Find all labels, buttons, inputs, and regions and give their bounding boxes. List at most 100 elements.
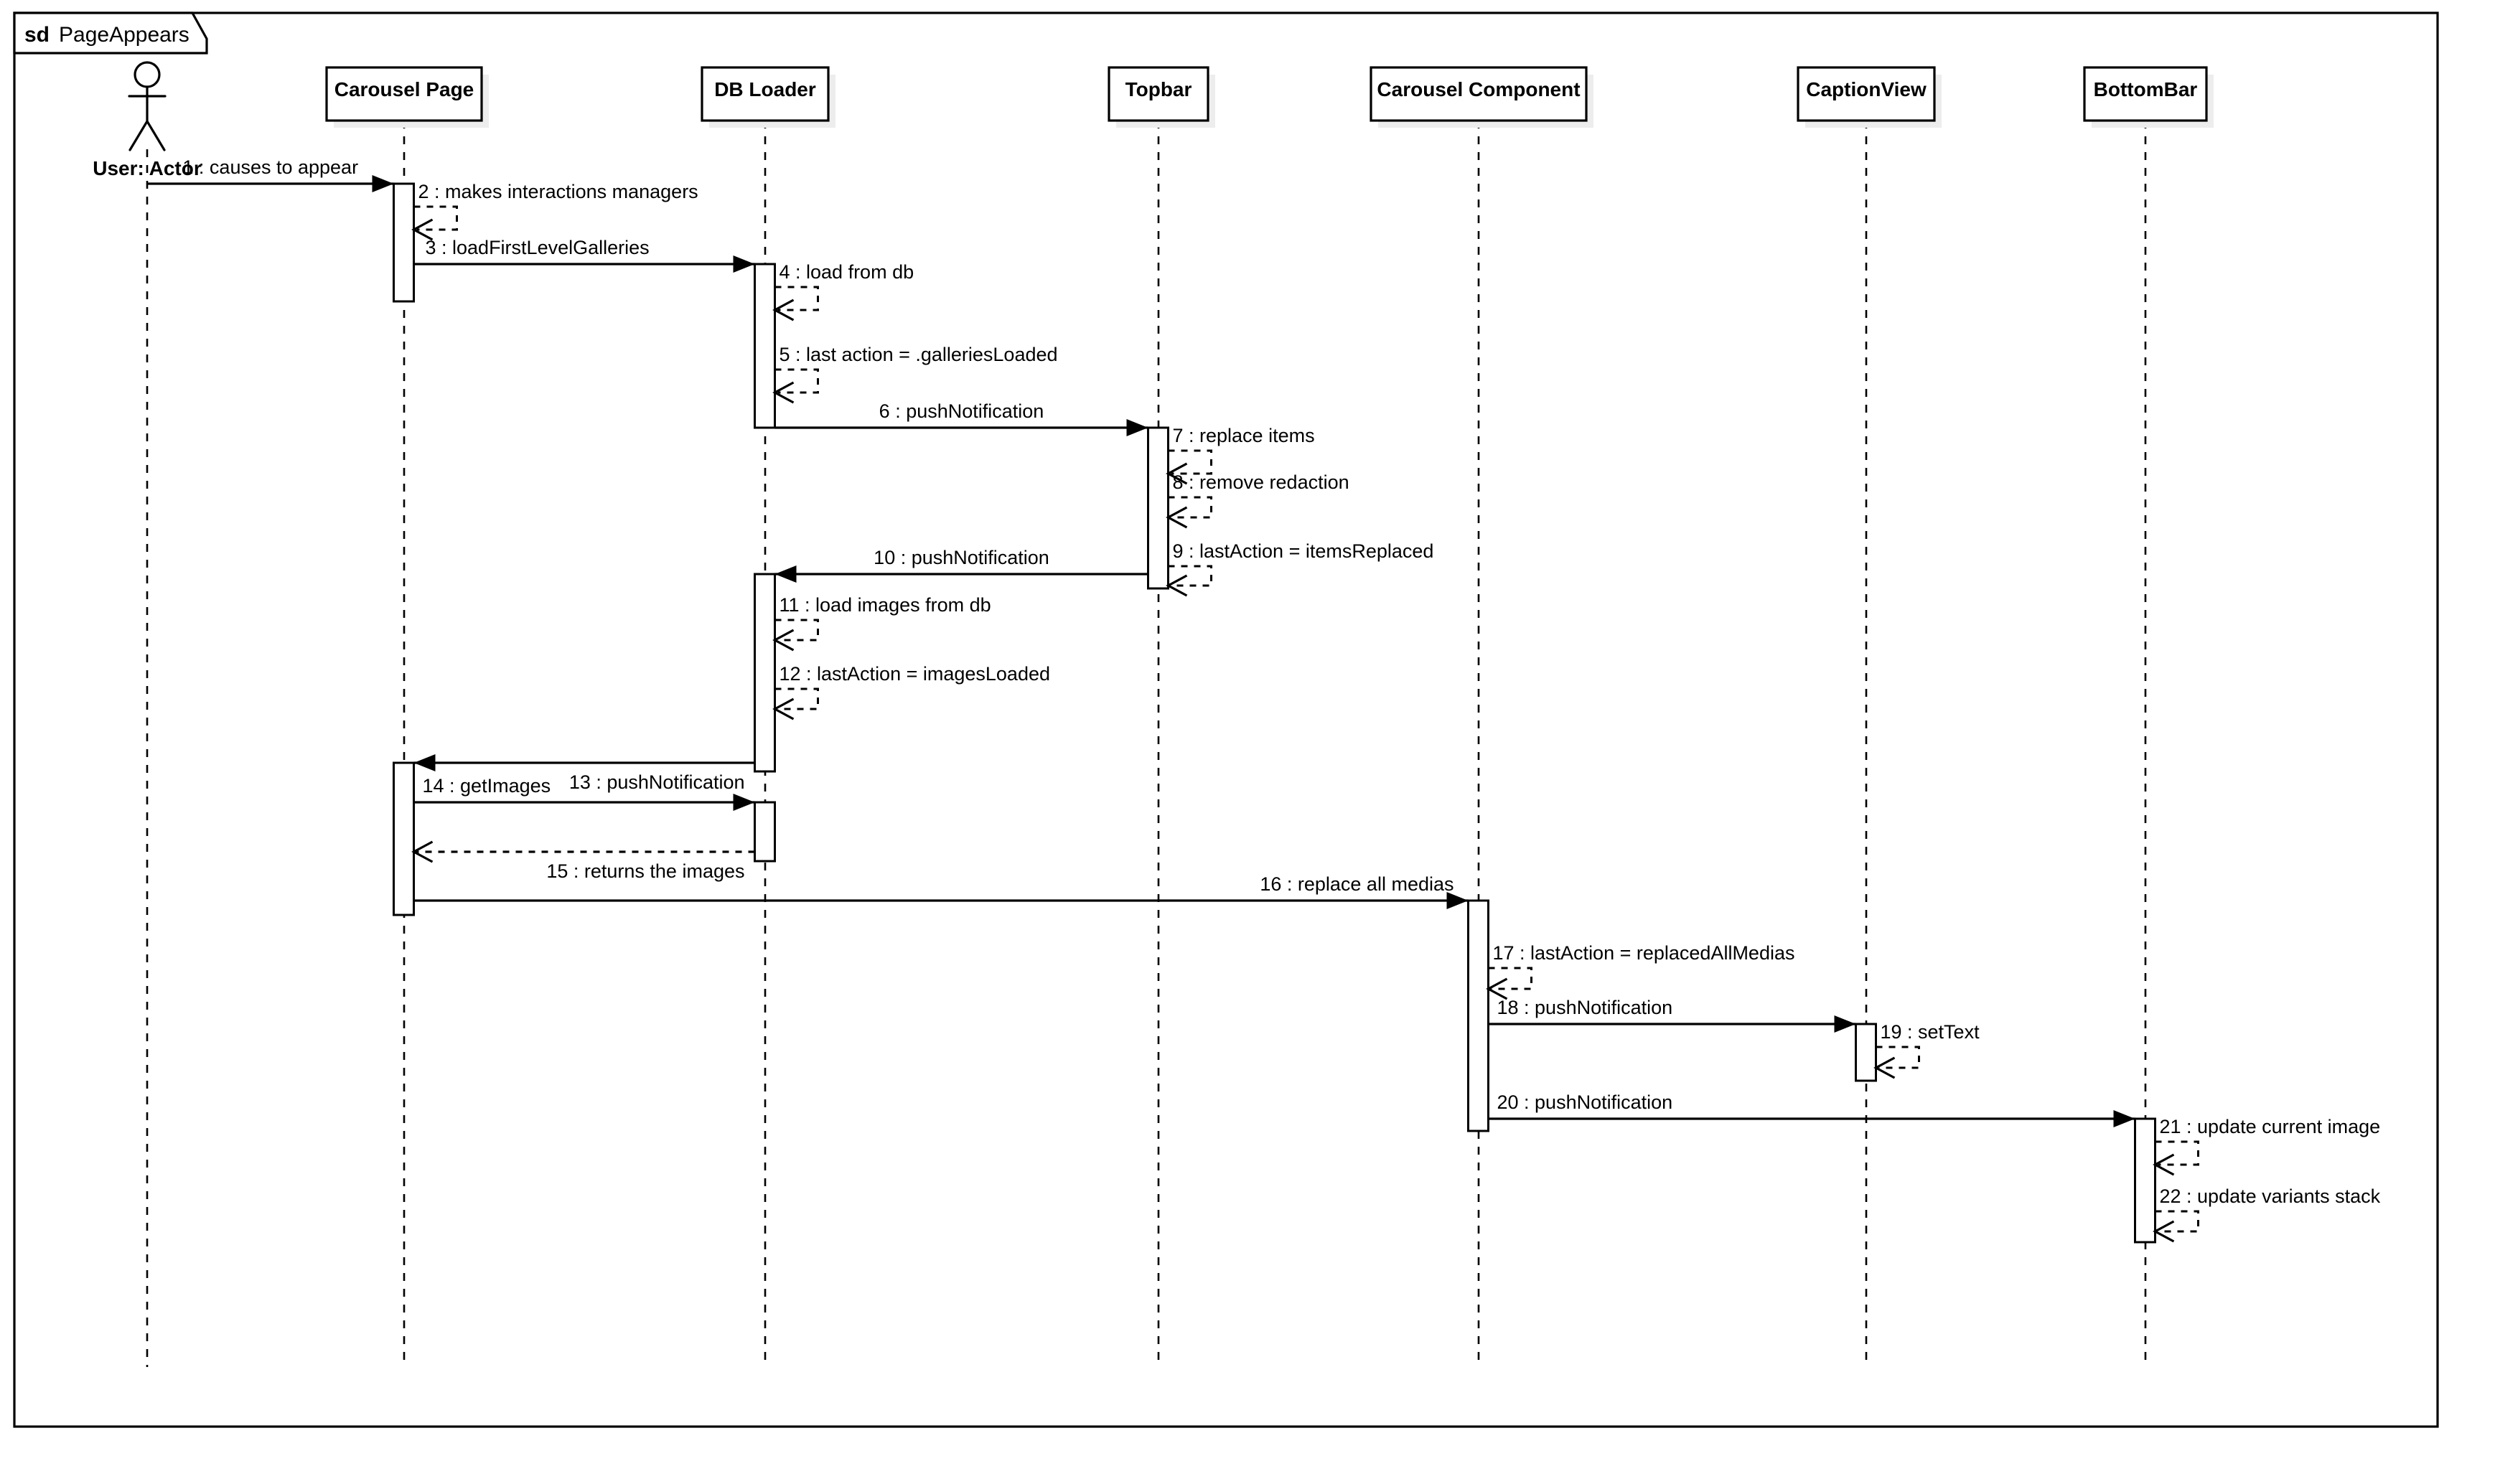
message-arrowhead-3: [733, 255, 755, 273]
lifeline-header-carousel-page[interactable]: [325, 66, 483, 122]
self-message-path-9: [1168, 565, 1212, 587]
self-message-path-22: [2155, 1210, 2199, 1233]
message-18[interactable]: 18 : pushNotification: [1488, 997, 1856, 1033]
message-11[interactable]: 11 : load images from db: [772, 594, 991, 652]
message-2[interactable]: 2 : makes interactions managers: [411, 181, 698, 241]
message-12[interactable]: 12 : lastAction = imagesLoaded: [772, 663, 1051, 720]
activation-bar-carousel-page: [393, 761, 415, 916]
message-arrowhead-20: [2113, 1110, 2135, 1127]
frame-name-label: PageAppears: [59, 23, 189, 47]
message-arrowhead-18: [1834, 1015, 1856, 1033]
message-label-5: 5 : last action = .galleriesLoaded: [780, 344, 1058, 365]
self-message-arrowhead-4: [772, 299, 795, 321]
message-15[interactable]: 15 : returns the images: [411, 840, 755, 882]
lifeline-header-label-carousel-component: Carousel Component: [1377, 78, 1580, 100]
self-message-path-17: [1488, 967, 1532, 990]
self-message-arrowhead-7: [1166, 462, 1188, 485]
self-message-path-19: [1876, 1046, 1920, 1069]
self-message-arrowhead-5: [772, 381, 795, 404]
message-22[interactable]: 22 : update variants stack: [2153, 1185, 2381, 1243]
lifeline-header-label-db-loader: DB Loader: [714, 78, 816, 100]
message-label-7: 7 : replace items: [1173, 425, 1315, 446]
frame-tag-label: sd: [24, 23, 50, 47]
message-label-2: 2 : makes interactions managers: [418, 181, 698, 202]
self-message-arrowhead-11: [772, 629, 795, 652]
self-message-arrowhead-19: [1873, 1056, 1896, 1079]
self-message-arrowhead-21: [2153, 1153, 2175, 1176]
message-7[interactable]: 7 : replace items: [1166, 425, 1315, 485]
self-message-arrowhead-2: [411, 218, 434, 241]
activation-bar-carousel-component: [1467, 899, 1489, 1132]
message-8[interactable]: 8 : remove redaction: [1166, 471, 1349, 529]
message-label-13: 13 : pushNotification: [569, 771, 745, 793]
lifeline-header-caption-view[interactable]: [1797, 66, 1936, 122]
self-message-path-5: [774, 368, 819, 394]
message-label-14: 14 : getImages: [423, 775, 551, 797]
lifelines-layer: [146, 121, 2147, 1367]
message-label-11: 11 : load images from db: [780, 594, 991, 616]
message-1[interactable]: 1 : causes to appear: [147, 156, 394, 192]
activation-bar-bottom-bar: [2134, 1117, 2156, 1244]
diagram-frame: sd PageAppears: [13, 11, 2439, 1428]
message-label-18: 18 : pushNotification: [1497, 997, 1673, 1018]
message-5[interactable]: 5 : last action = .galleriesLoaded: [772, 344, 1058, 404]
message-20[interactable]: 20 : pushNotification: [1488, 1091, 2135, 1127]
message-label-12: 12 : lastAction = imagesLoaded: [780, 663, 1051, 685]
message-arrowhead-6: [1126, 419, 1148, 436]
actor-figure: [128, 61, 167, 151]
activations-layer: [393, 182, 2156, 1244]
message-label-4: 4 : load from db: [780, 261, 914, 283]
actor-label: User: Actor: [93, 157, 202, 179]
message-label-6: 6 : pushNotification: [879, 400, 1044, 422]
lifeline-header-topbar[interactable]: [1108, 66, 1209, 122]
message-17[interactable]: 17 : lastAction = replacedAllMedias: [1486, 942, 1795, 1000]
message-19[interactable]: 19 : setText: [1873, 1021, 1980, 1079]
message-4[interactable]: 4 : load from db: [772, 261, 914, 321]
diagram-frame-border: [13, 11, 2439, 1428]
message-arrowhead-16: [1446, 892, 1469, 909]
lifeline-header-label-carousel-page: Carousel Page: [334, 78, 474, 100]
message-label-19: 19 : setText: [1881, 1021, 1980, 1043]
message-arrowhead-13: [413, 754, 436, 771]
message-3[interactable]: 3 : loadFirstLevelGalleries: [413, 237, 755, 273]
message-label-22: 22 : update variants stack: [2160, 1185, 2381, 1207]
message-label-15: 15 : returns the images: [546, 860, 744, 882]
message-13[interactable]: 13 : pushNotification: [413, 754, 755, 793]
lifeline-header-bottom-bar[interactable]: [2083, 66, 2208, 122]
message-label-10: 10 : pushNotification: [874, 547, 1049, 568]
self-message-arrowhead-8: [1166, 506, 1188, 529]
activation-bar-topbar: [1147, 426, 1169, 590]
message-9[interactable]: 9 : lastAction = itemsReplaced: [1166, 540, 1434, 597]
actor-legs-icon: [128, 120, 166, 151]
message-label-16: 16 : replace all medias: [1260, 873, 1454, 895]
frame-tab: [13, 11, 208, 55]
message-label-17: 17 : lastAction = replacedAllMedias: [1493, 942, 1795, 964]
activation-bar-caption-view: [1855, 1023, 1877, 1082]
activation-bar-db-loader: [754, 573, 776, 773]
actor-head-icon: [134, 61, 161, 88]
lifeline-header-db-loader[interactable]: [701, 66, 830, 122]
self-message-path-8: [1168, 496, 1212, 519]
message-label-1: 1 : causes to appear: [182, 156, 358, 178]
self-message-path-12: [774, 687, 819, 710]
message-16[interactable]: 16 : replace all medias: [413, 873, 1469, 909]
lifeline-header-label-caption-view: CaptionView: [1806, 78, 1927, 100]
message-10[interactable]: 10 : pushNotification: [774, 547, 1148, 583]
self-message-path-21: [2155, 1140, 2199, 1166]
message-label-21: 21 : update current image: [2160, 1116, 2381, 1137]
message-label-9: 9 : lastAction = itemsReplaced: [1173, 540, 1434, 562]
message-21[interactable]: 21 : update current image: [2153, 1116, 2381, 1176]
message-label-20: 20 : pushNotification: [1497, 1091, 1673, 1113]
message-14[interactable]: 14 : getImages: [413, 775, 755, 811]
activation-bar-carousel-page: [393, 182, 415, 303]
activation-bar-db-loader: [754, 263, 776, 429]
lifeline-header-carousel-component[interactable]: [1370, 66, 1588, 122]
self-message-path-7: [1168, 449, 1212, 475]
self-message-arrowhead-17: [1486, 977, 1508, 1000]
message-label-8: 8 : remove redaction: [1173, 471, 1349, 493]
message-6[interactable]: 6 : pushNotification: [774, 400, 1148, 436]
message-label-3: 3 : loadFirstLevelGalleries: [426, 237, 650, 258]
